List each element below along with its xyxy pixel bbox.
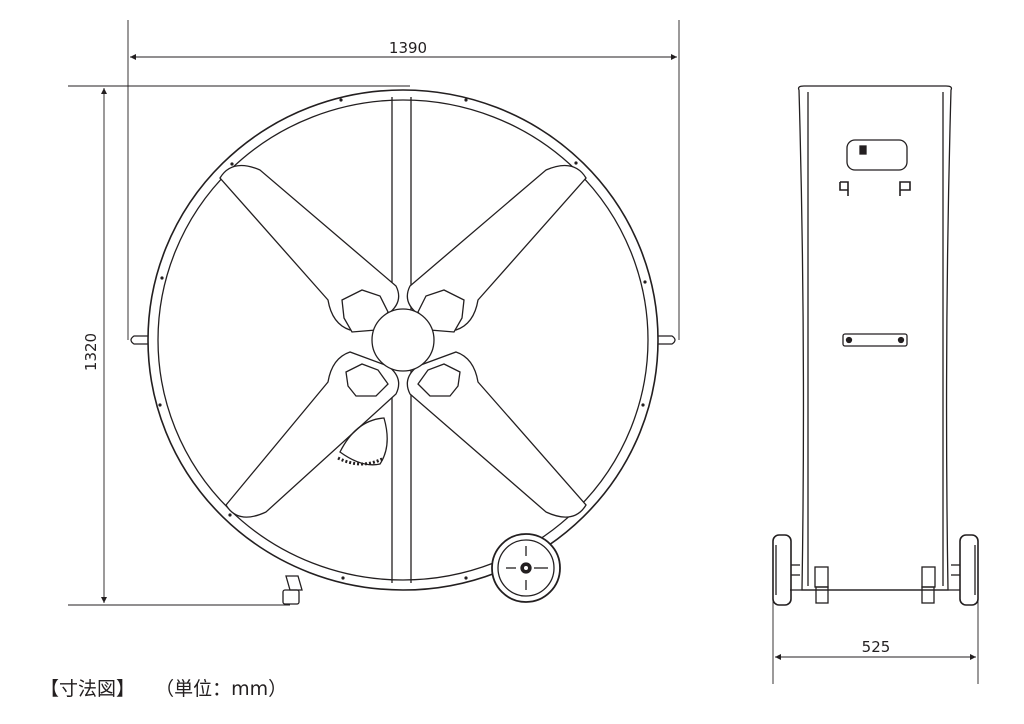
hook-right: [899, 181, 911, 196]
motor-hub: [371, 308, 435, 372]
side-view: 525: [772, 85, 979, 684]
foot-left: [282, 575, 303, 605]
side-frame: [797, 85, 953, 591]
blade-upper-left: [219, 164, 400, 333]
carry-handle: [842, 333, 908, 347]
ring-bolts: [158, 98, 647, 580]
inner-ring: [157, 99, 649, 581]
height-dimension-label: 1320: [82, 333, 100, 371]
depth-dimension: 525: [772, 600, 979, 684]
caption-unit: （単位：mm）: [155, 678, 288, 700]
side-wheel-right: [951, 534, 979, 606]
side-foot-left: [814, 566, 829, 604]
front-wheel: [491, 533, 561, 603]
front-view: 1390 1320: [68, 20, 680, 606]
width-dimension: 1390: [127, 20, 680, 340]
tilt-gear: [337, 417, 388, 466]
side-wheel-left: [772, 534, 800, 606]
caption: 【寸法図】 （単位：mm）: [40, 674, 301, 701]
depth-dimension-label: 525: [862, 638, 891, 656]
outer-ring: [147, 89, 659, 591]
blade-lower-right: [406, 351, 587, 518]
caption-title: 【寸法図】: [40, 678, 136, 700]
height-dimension: 1320: [68, 85, 410, 606]
side-handle-right: [658, 335, 676, 345]
switch-box: [846, 139, 908, 171]
hook-left: [839, 181, 849, 196]
blade-lower-left: [225, 351, 400, 518]
side-foot-right: [921, 566, 936, 604]
side-handle-left: [130, 335, 148, 345]
width-dimension-label: 1390: [389, 39, 427, 57]
fan-blades: [219, 164, 587, 518]
blade-upper-right: [406, 164, 587, 333]
